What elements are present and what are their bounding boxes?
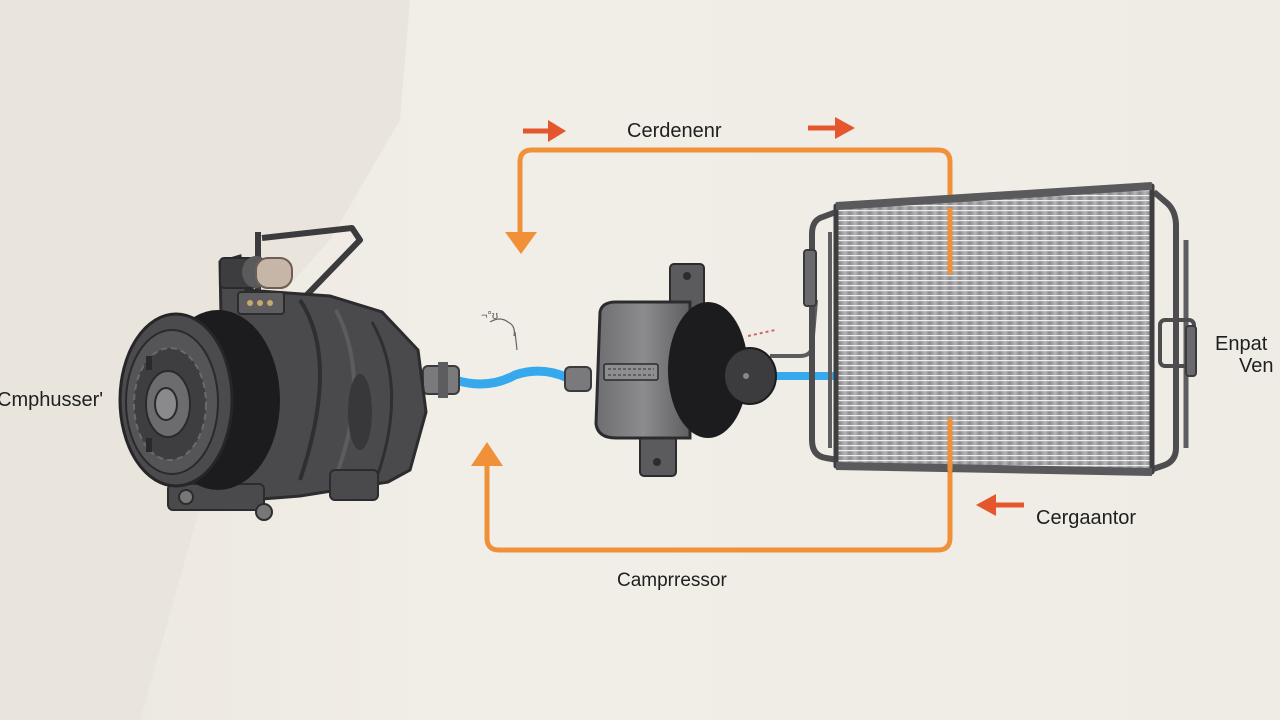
refrigerant-flow-loop <box>484 147 953 553</box>
arrow-left-icon <box>976 494 1024 516</box>
valve-icon <box>594 263 777 477</box>
arrow-down-icon <box>505 232 537 254</box>
right-label-line2: Ven <box>1239 355 1274 377</box>
compressor-icon <box>118 225 428 521</box>
arrow-up-icon <box>471 442 503 466</box>
scribble-label: ¬°ʊ <box>481 310 499 322</box>
scribble-mark <box>489 318 518 351</box>
radiator-label: Cergaantor <box>1036 507 1137 529</box>
bottom-flow-label: Camprressor <box>617 570 727 591</box>
radiator-icon <box>803 182 1197 476</box>
top-flow-label: Cerdenenr <box>627 120 722 142</box>
blue-line-left <box>450 366 573 389</box>
flow-arrows <box>471 117 1024 516</box>
flow-line-bottom <box>484 417 953 553</box>
compressor-label: Cmphusser' <box>0 389 104 411</box>
flow-line-top <box>517 147 953 275</box>
right-label-line1: Enpat <box>1215 333 1268 355</box>
arrow-right-icon <box>523 120 566 142</box>
arrow-right-icon <box>808 117 855 139</box>
